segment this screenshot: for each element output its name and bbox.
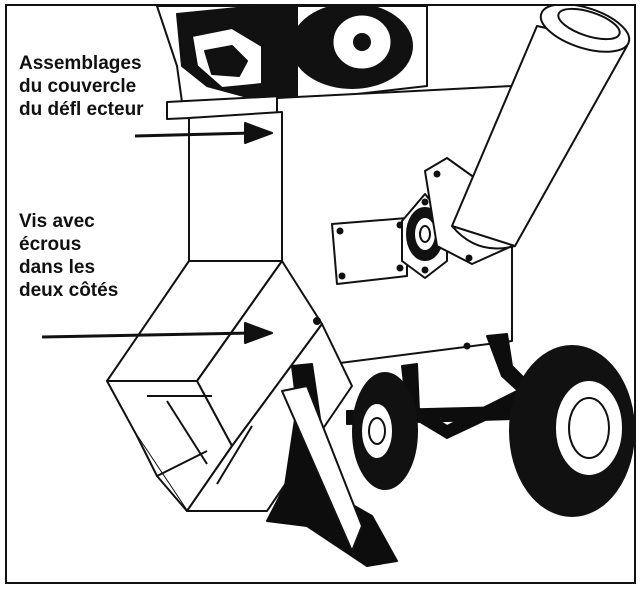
deflector-cover-callout-line-2: du couvercle [19,76,137,97]
diagram-frame: Assemblages du couvercle du défl ecteur … [5,4,636,584]
deflector-arrow-head [244,122,273,144]
access-plate [331,217,408,285]
deflector-cover-callout-line-1: Assemblages [19,53,142,74]
discharge-chute [451,6,631,250]
deflector-cover-callout-line-3: du défl ecteur [19,99,144,120]
bolts-nuts-callout-line-2: écrous [19,234,82,255]
callout-arrows [41,122,273,344]
deflector-cover-arrow [134,131,253,138]
deflector-cover-callout: Assemblages du couvercle du défl ecteur [19,52,144,121]
bolts-nuts-callout-line-1: Vis avec [19,211,95,232]
right-wheel [509,345,634,517]
stand-legs [266,363,398,567]
bolts-nuts-callout: Vis avec écrous dans les deux côtés [19,210,118,302]
bolts-arrow [41,331,253,339]
bolts-nuts-callout-line-3: dans les [19,257,96,278]
bolts-nuts-callout-line-4: deux côtés [19,280,119,301]
engine [156,6,428,103]
left-wheel [352,372,418,490]
bolts-arrow-head [244,322,273,344]
chipper-illustration [41,6,634,567]
